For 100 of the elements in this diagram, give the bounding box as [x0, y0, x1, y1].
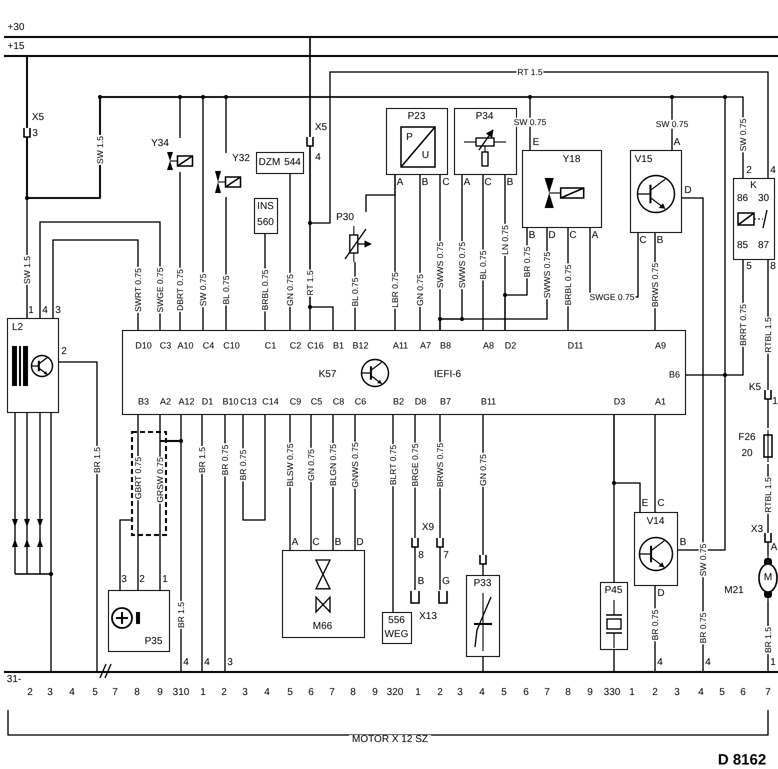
wire-label: SW 1.5	[22, 255, 32, 285]
pin-label: 4	[315, 153, 321, 163]
terminal-number: 4	[264, 688, 270, 698]
pin-label: 4	[204, 658, 210, 668]
sensor-box	[108, 590, 170, 652]
sensor-box	[466, 575, 500, 657]
component-label: 31-	[6, 675, 22, 685]
terminal-number: 1	[629, 688, 635, 698]
pin-label: D10	[135, 341, 152, 350]
wire-label: RTBL 1.5	[764, 476, 772, 514]
component-label: P35	[144, 636, 162, 646]
component-label: P33	[474, 578, 492, 588]
terminal-number: 2	[652, 688, 658, 698]
pin-label: A	[292, 538, 298, 548]
pin-label: A7	[420, 341, 431, 350]
pin-label: 4	[183, 658, 189, 668]
pin-label: D	[356, 538, 364, 548]
pin-label: E	[642, 499, 648, 509]
sensor-box	[600, 582, 628, 650]
terminal-number: 7	[329, 688, 335, 698]
transistor-box	[634, 512, 678, 586]
terminal-number: 5	[501, 688, 507, 698]
wire-label: LN 0.75	[500, 224, 510, 256]
wire-label: RT 1.5	[516, 68, 544, 76]
pin-label: D2	[504, 341, 516, 350]
connector-label: X3	[750, 525, 764, 535]
pin-label: 3	[32, 129, 38, 139]
pin-label: A2	[160, 397, 171, 406]
pin-label: B	[418, 577, 424, 587]
terminal-number: 3	[47, 688, 53, 698]
terminal-number: 7	[765, 688, 771, 698]
wire-label: SW 0.75	[198, 272, 208, 308]
wire-label: SWWS 0.75	[458, 240, 466, 290]
pin-label: C9	[290, 397, 302, 406]
wire-label: BR 0.75	[522, 246, 532, 278]
terminal-number: 1	[200, 688, 206, 698]
value-label: 560	[257, 218, 274, 228]
pin-label: B3	[138, 397, 149, 406]
wire-label: BR 1.5	[176, 601, 186, 629]
wire	[180, 415, 182, 671]
pin-label: B	[422, 178, 428, 188]
wire-label: SW 0.75	[698, 542, 708, 578]
terminal-number: 6	[523, 688, 529, 698]
pin-label: A11	[392, 341, 408, 350]
relay-box	[733, 178, 775, 260]
pin-label: 4	[42, 306, 48, 316]
valve-box	[522, 150, 602, 228]
wire-label: SW 0.75	[654, 120, 690, 128]
component-label: P34	[476, 112, 494, 122]
connector-label: X9	[422, 523, 434, 533]
pin-label: A	[464, 178, 470, 188]
terminal-number: 9	[587, 688, 593, 698]
component-label: Y32	[232, 154, 250, 164]
pin-label: D11	[568, 341, 584, 350]
pin-label: 85	[736, 240, 748, 250]
pin-label: B10	[222, 397, 238, 406]
wire	[482, 657, 484, 671]
wire-label: BR 0.75	[238, 448, 248, 482]
pin-label: A8	[483, 341, 494, 350]
wire	[613, 415, 641, 512]
wire-label: GN 0.75	[286, 273, 294, 307]
component-label: K57	[318, 370, 336, 380]
terminal-number: 330	[604, 688, 620, 698]
pin-label: 1	[162, 575, 168, 585]
pin-label: 3	[55, 306, 61, 316]
terminal-number: 8	[565, 688, 571, 698]
connector-label: X5	[314, 123, 328, 133]
motor-letter: M	[764, 573, 772, 583]
wire-label: SWRT 0.75	[134, 267, 142, 313]
pin-label: A10	[178, 341, 194, 350]
component-label: V14	[646, 516, 664, 526]
module-box	[254, 198, 278, 234]
terminal-number: 310	[172, 688, 190, 698]
wire-label: SWWS 0.75	[436, 240, 444, 290]
pin-label: 4	[705, 658, 711, 668]
pin-label: 3	[121, 575, 127, 585]
terminal-number: 2	[221, 688, 227, 698]
pin-label: D3	[614, 397, 626, 406]
terminal-number: 1	[415, 688, 421, 698]
pin-label: C14	[262, 397, 279, 406]
wire-label: BLRT 0.75	[388, 444, 398, 486]
pin-label: C13	[240, 397, 257, 406]
symbol-letter: U	[422, 150, 430, 160]
terminal-number: 6	[308, 688, 314, 698]
terminal-number: 5	[287, 688, 293, 698]
wire-label: BL 0.75	[478, 250, 488, 280]
pin-label: C8	[332, 397, 344, 406]
pin-label: 8	[770, 262, 776, 272]
wire-label: BRWS 0.75	[436, 442, 444, 488]
wire-label: BR 0.75	[698, 612, 708, 644]
pin-label: C3	[160, 341, 172, 350]
pin-label: B1	[333, 341, 344, 350]
terminal-number: 320	[386, 688, 404, 698]
wire-label: BLGN 0.75	[328, 442, 338, 488]
pin-label: E	[532, 138, 540, 148]
pin-label: 4	[770, 166, 776, 176]
terminal-number: 3	[457, 688, 463, 698]
pin-label: A1	[655, 397, 666, 406]
pin-label: 3	[227, 658, 233, 668]
pin-label: A	[770, 543, 778, 553]
